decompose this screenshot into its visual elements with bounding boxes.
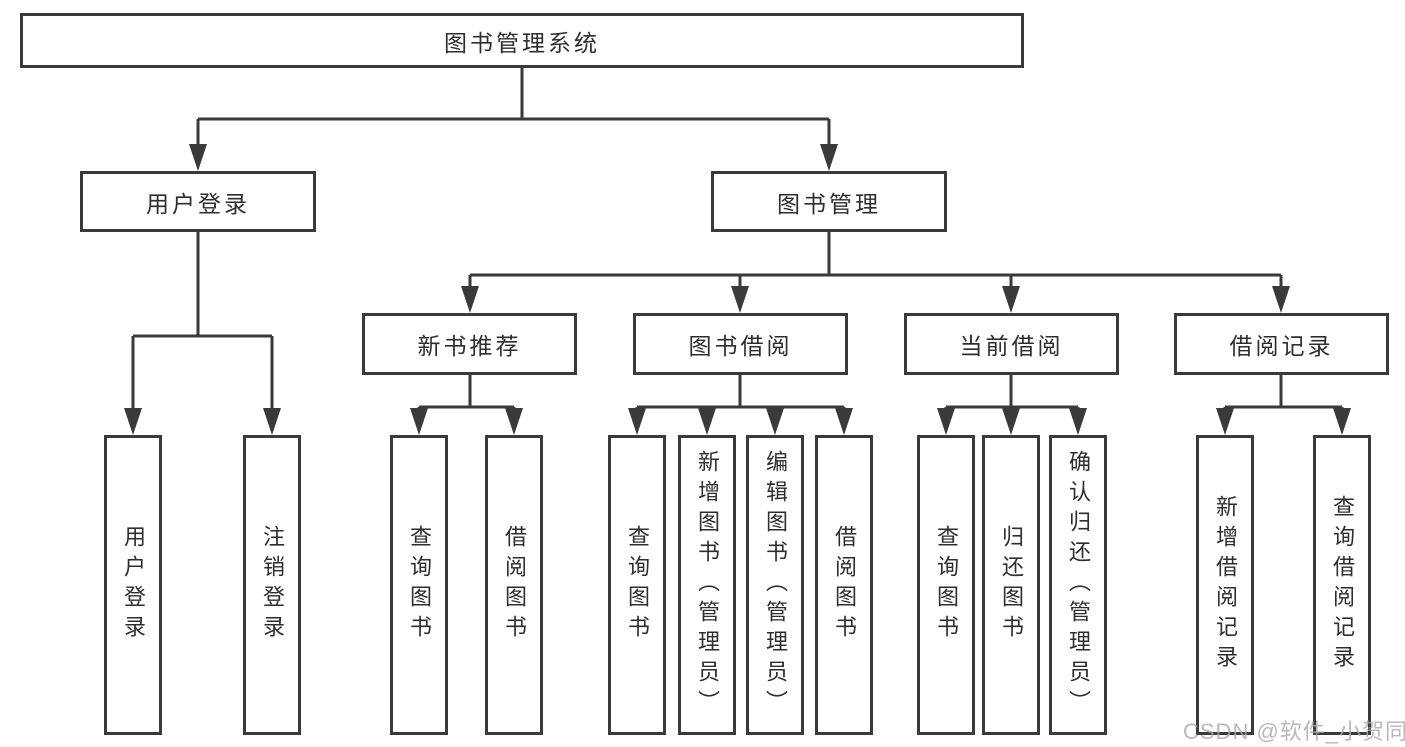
node-label: 查询图书 bbox=[934, 525, 959, 645]
leaf-query-books-borrow: 查询图书 bbox=[608, 435, 666, 735]
node-label: 图书借阅 bbox=[688, 333, 793, 359]
connector-root-to-level2 bbox=[196, 68, 831, 150]
arrowhead-icons bbox=[124, 144, 1351, 435]
node-book-borrow: 图书借阅 bbox=[633, 313, 848, 375]
node-new-book-recommend: 新书推荐 bbox=[362, 313, 577, 375]
node-book-management: 图书管理 bbox=[711, 171, 947, 232]
node-label: 查询借阅记录 bbox=[1330, 495, 1355, 675]
leaf-logout: 注销登录 bbox=[243, 435, 301, 735]
node-label: 借阅记录 bbox=[1229, 333, 1334, 359]
node-label: 查询图书 bbox=[407, 525, 432, 645]
node-user-login: 用户登录 bbox=[80, 171, 316, 232]
node-label: 借阅图书 bbox=[502, 525, 527, 645]
leaf-query-books-recommend: 查询图书 bbox=[390, 435, 448, 735]
leaf-borrow-books: 借阅图书 bbox=[815, 435, 873, 735]
node-label: 编辑图书（管理员） bbox=[763, 450, 788, 720]
connector-borrow-records-to-leaves bbox=[1223, 375, 1344, 414]
node-library-management-system: 图书管理系统 bbox=[20, 13, 1024, 68]
leaf-add-books-admin: 新增图书（管理员） bbox=[678, 435, 736, 735]
node-label: 新增借阅记录 bbox=[1213, 495, 1238, 675]
leaf-confirm-return-admin: 确认归还（管理员） bbox=[1049, 435, 1107, 735]
node-label: 借阅图书 bbox=[832, 525, 857, 645]
leaf-add-borrow-record: 新增借阅记录 bbox=[1196, 435, 1254, 735]
connector-new-book-recommend-to-leaves bbox=[417, 375, 516, 414]
node-label: 确认归还（管理员） bbox=[1066, 450, 1091, 720]
connector-user-login-to-leaves bbox=[131, 232, 274, 414]
node-borrow-records: 借阅记录 bbox=[1174, 313, 1389, 375]
node-label: 新增图书（管理员） bbox=[695, 450, 720, 720]
csdn-watermark: CSDN @软件_小贺同学 bbox=[1183, 719, 1405, 744]
connector-book-borrow-to-leaves bbox=[635, 375, 846, 414]
node-label: 图书管理系统 bbox=[444, 29, 600, 56]
node-label: 用户登录 bbox=[121, 525, 146, 645]
leaf-query-borrow-record: 查询借阅记录 bbox=[1313, 435, 1371, 735]
node-label: 当前借阅 bbox=[959, 333, 1064, 359]
node-label: 新书推荐 bbox=[417, 333, 522, 359]
leaf-user-login: 用户登录 bbox=[104, 435, 162, 735]
leaf-borrow-books-recommend: 借阅图书 bbox=[485, 435, 543, 735]
node-label: 归还图书 bbox=[999, 525, 1024, 645]
node-label: 查询图书 bbox=[625, 525, 650, 645]
node-label: 图书管理 bbox=[777, 190, 881, 217]
leaf-return-books: 归还图书 bbox=[982, 435, 1040, 735]
node-label: 用户登录 bbox=[146, 190, 250, 217]
leaf-query-books-current: 查询图书 bbox=[917, 435, 975, 735]
leaf-edit-books-admin: 编辑图书（管理员） bbox=[746, 435, 804, 735]
node-label: 注销登录 bbox=[260, 525, 285, 645]
connector-book-management-to-level3 bbox=[468, 232, 1283, 292]
node-current-borrow: 当前借阅 bbox=[904, 313, 1119, 375]
